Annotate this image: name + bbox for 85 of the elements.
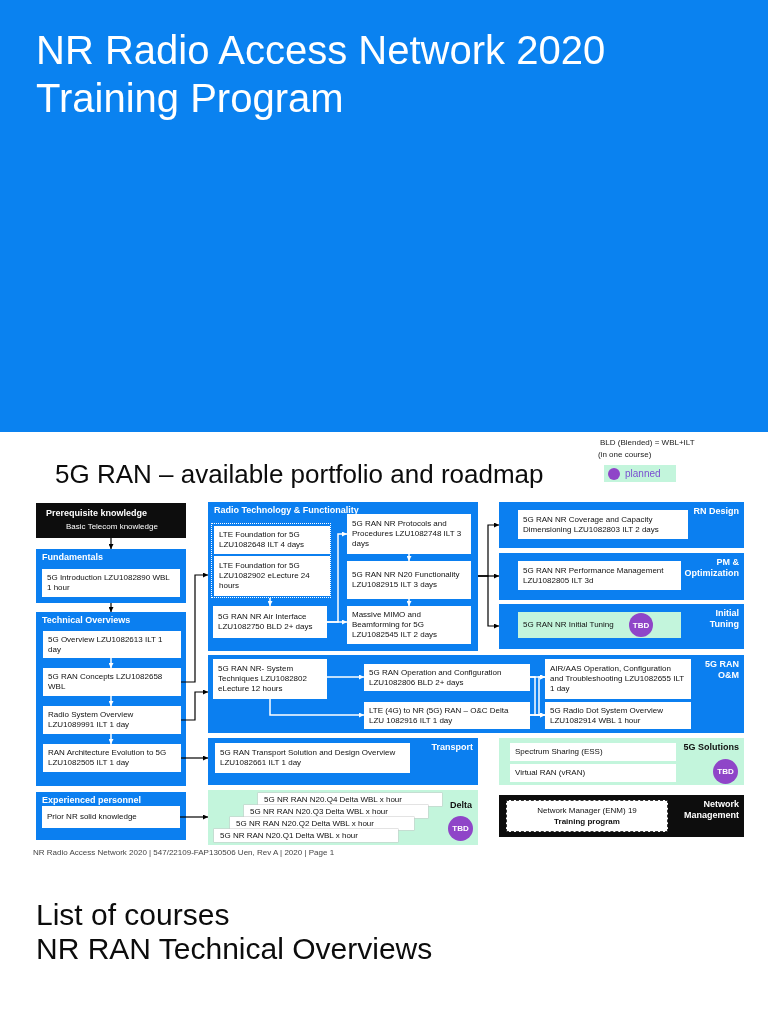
group-panel: [499, 553, 744, 600]
arrow: [108, 537, 114, 550]
arrow: [326, 674, 365, 680]
group-heading: PM & Optimization: [684, 557, 739, 579]
group-heading: Network Management: [684, 799, 739, 821]
panel-heading: Prerequisite knowledge: [46, 508, 148, 519]
tbd-badge: TBD: [713, 759, 738, 784]
group-panel: [499, 795, 744, 837]
course-box: 5G RAN NR Coverage and Capacity Dimensioning LZU1082803 ILT 2 days: [518, 510, 688, 539]
arrow: [529, 712, 546, 718]
arrow: [477, 575, 500, 629]
course-box: 5G RAN Concepts LZU1082658 WBL: [43, 668, 181, 696]
arrow: [108, 733, 114, 745]
course-box: Spectrum Sharing (ESS): [510, 743, 676, 761]
course-box: 5G RAN NR- System Techniques LZU1082802 eLecture 12 hours: [213, 659, 327, 699]
course-box: 5G RAN NR Performance Management LZU1082805 ILT 3d: [518, 561, 681, 590]
tbd-badge: TBD: [448, 816, 473, 841]
course-box: Radio System Overview LZU1089991 ILT 1 day: [43, 706, 181, 734]
arrow: [108, 695, 114, 707]
panel-subtitle: Basic Telecom knowledge: [66, 522, 158, 532]
course-box: 5G NR RAN N20.Q1 Delta WBL x hour: [214, 829, 398, 842]
course-box: 5G RAN NR N20 Functionality LZU1082915 ILT 3 days: [347, 561, 471, 599]
arrow: [326, 619, 348, 625]
arrow: [406, 553, 412, 562]
course-box: Virtual RAN (vRAN): [510, 764, 676, 782]
group-panel: [499, 738, 744, 785]
arrow: [180, 755, 209, 761]
group-heading: Fundamentals: [42, 552, 103, 563]
legend-note: BLD (Blended) = WBL+ILT: [600, 438, 695, 448]
group-panel: [36, 792, 186, 840]
course-box: LTE (4G) to NR (5G) RAN – O&C Delta LZU 1082916 ILT 1 day: [364, 702, 530, 729]
course-box: RAN Architecture Evolution to 5G LZU1082505 ILT 1 day: [43, 744, 181, 772]
course-box: 5G RAN Operation and Configuration LZU1082806 BLD 2+ days: [364, 664, 530, 691]
course-box: 5G RAN Transport Solution and Design Overview LZU1082661 ILT 1 day: [215, 743, 410, 773]
course-subtitle: Training program: [554, 816, 620, 827]
course-box: 5G Overview LZU1082613 ILT 1 day: [43, 631, 181, 658]
arrow: [179, 814, 209, 820]
arrow: [108, 602, 114, 613]
course-box: LTE Foundation for 5G LZU1082902 eLecture 24 hours: [214, 556, 330, 596]
group-panel: [208, 738, 478, 785]
slide-title: NR RAN Technical Overviews: [36, 932, 433, 966]
group-heading: 5G RAN O&M: [704, 659, 739, 681]
group-heading: RN Design: [693, 506, 739, 517]
arrow: [108, 657, 114, 669]
slide-title: Training Program: [36, 75, 344, 122]
course-box: 5G RAN NR Protocols and Procedures LZU1082748 ILT 3 days: [347, 514, 471, 554]
group-panel: [36, 549, 186, 603]
course-box: LTE Foundation for 5G LZU1082648 ILT 4 days: [214, 526, 330, 554]
course-box: Prior NR solid knowledge: [42, 806, 180, 828]
course-box: 5G RAN NR Air Interface LZU1082750 BLD 2+ days: [213, 606, 327, 638]
group-panel: [208, 790, 478, 845]
group-heading: 5G Solutions: [683, 742, 739, 753]
group-panel: [208, 655, 744, 733]
course-box: AIR/AAS Operation, Configuration and Troubleshooting LZU1082655 ILT 1 day: [545, 659, 691, 699]
arrow: [180, 572, 209, 683]
course-box: 5G Radio Dot System Overview LZU1082914 WBL 1 hour: [545, 702, 691, 729]
arrow: [267, 597, 273, 607]
group-heading: Initial Tuning: [709, 608, 739, 630]
course-box: [506, 800, 668, 832]
tbd-badge: TBD: [629, 613, 653, 637]
group-panel: [36, 612, 186, 786]
prerequisite-panel: [36, 503, 186, 538]
arrow: [269, 698, 365, 718]
legend-note: (in one course): [598, 450, 652, 460]
group-heading: Transport: [431, 742, 473, 753]
arrow: [406, 598, 412, 607]
course-title: Network Manager (ENM) 19: [537, 805, 637, 816]
group-heading: Experienced personnel: [42, 795, 142, 806]
course-title: 5G RAN NR Initial Tuning: [523, 620, 614, 630]
footer-text: NR Radio Access Network 2020 | 547/22109-FAP130506 Uen, Rev A | 2020 | Page 1: [33, 848, 335, 858]
legend-label: planned: [625, 467, 661, 480]
group-panel: [499, 502, 744, 548]
group-panel: [208, 502, 478, 651]
group-heading: Radio Technology & Functionality: [214, 505, 359, 516]
slide-title: NR Radio Access Network 2020: [36, 27, 606, 74]
group-heading: Technical Overviews: [42, 615, 131, 626]
dotted-frame: [211, 523, 331, 598]
group-heading: Delta: [450, 800, 472, 811]
course-box: Massive MIMO and Beamforming for 5G LZU1082545 ILT 2 days: [347, 606, 471, 644]
arrow: [180, 689, 209, 721]
slide-title: 5G RAN – available portfolio and roadmap: [55, 458, 544, 490]
course-box: [518, 612, 681, 638]
group-panel: [499, 604, 744, 649]
slide-title: List of courses: [36, 898, 230, 932]
course-box: 5G Introduction LZU1082890 WBL 1 hour: [42, 569, 180, 597]
